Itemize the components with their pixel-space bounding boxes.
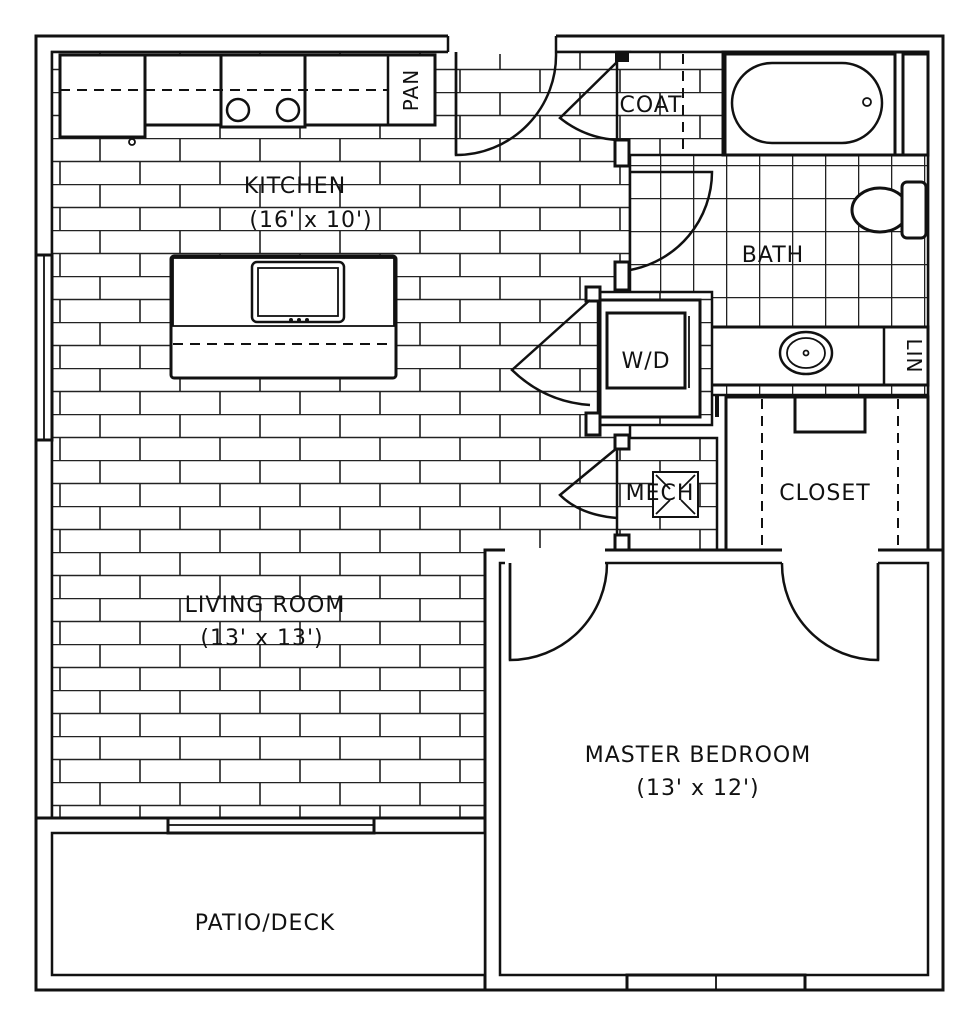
living-room-size: (13' x 13') — [200, 626, 323, 651]
laundry-door — [510, 299, 591, 407]
toilet — [850, 180, 928, 240]
mech-door — [558, 447, 618, 520]
bedroom-size: (13' x 12') — [636, 776, 759, 801]
pantry-label: PAN — [399, 69, 423, 111]
mech-label: MECH — [626, 481, 695, 506]
coat-door — [558, 61, 618, 142]
coat-label: COAT — [619, 93, 682, 118]
mech-vent-icon — [652, 471, 699, 518]
bath-door — [629, 170, 714, 272]
living-room-label: LIVING ROOM — [185, 593, 346, 618]
bath-label: BATH — [742, 243, 804, 268]
entry-door — [454, 51, 558, 157]
washer-dryer — [605, 311, 687, 390]
bedroom-door — [508, 562, 609, 662]
kitchen-counter — [58, 53, 437, 146]
kitchen-label: KITCHEN — [244, 174, 346, 199]
kitchen-island — [169, 254, 398, 380]
closet-label: CLOSET — [779, 481, 870, 506]
patio-label: PATIO/DECK — [195, 911, 336, 936]
vanity — [706, 325, 930, 387]
coat-closet — [615, 50, 725, 160]
wd-label: W/D — [621, 349, 670, 374]
kitchen-size: (16' x 10') — [249, 208, 372, 233]
closet-door — [780, 562, 880, 662]
linen-label: LIN — [902, 338, 926, 373]
bedroom-label: MASTER BEDROOM — [585, 743, 811, 768]
